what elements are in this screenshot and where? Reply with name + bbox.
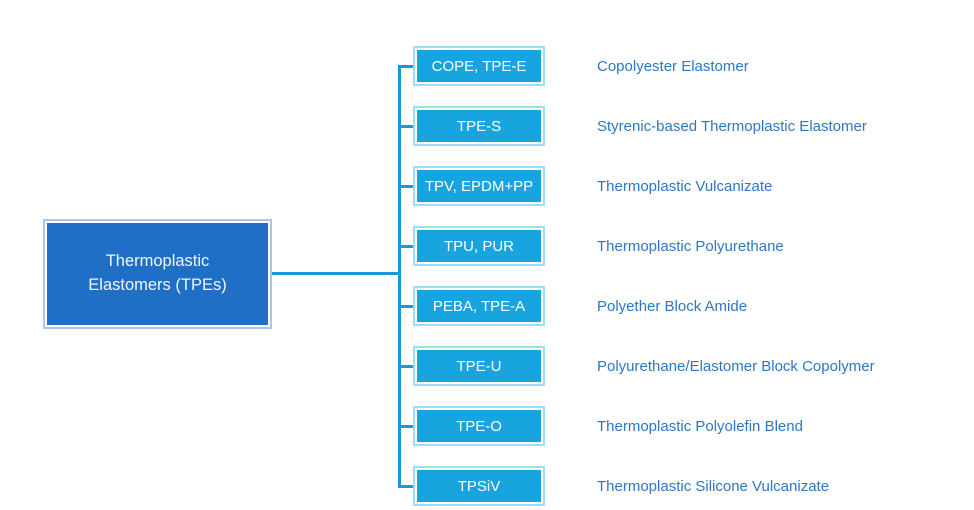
node-abbr-label: TPE-O [456,417,502,435]
node-abbr-label: PEBA, TPE-A [432,297,526,315]
branch-row: TPE-O Thermoplastic Polyolefin Blend [398,406,803,446]
node-box-tpsiv: TPSiV [413,466,545,506]
connector-stub [398,184,413,188]
node-box-tpe-s: TPE-S [413,106,545,146]
node-box-peba: PEBA, TPE-A [413,286,545,326]
branch-row: TPU, PUR Thermoplastic Polyurethane [398,226,784,266]
connector-stub [398,124,413,128]
branch-row: TPSiV Thermoplastic Silicone Vulcanizate [398,466,829,506]
branch-row: TPV, EPDM+PP Thermoplastic Vulcanizate [398,166,772,206]
node-box-tpe-o: TPE-O [413,406,545,446]
connector-stub [398,304,413,308]
connector-stub [398,64,413,68]
node-abbr-label: TPE-U [456,357,502,375]
connector-stub [398,244,413,248]
node-description: Copolyester Elastomer [597,57,749,75]
node-box-tpv: TPV, EPDM+PP [413,166,545,206]
node-description: Polyether Block Amide [597,297,748,315]
connector-stub [398,484,413,488]
branch-row: COPE, TPE-E Copolyester Elastomer [398,46,749,86]
node-description: Thermoplastic Polyolefin Blend [597,417,803,435]
node-abbr-label: TPSiV [457,477,501,495]
branch-row: TPE-S Styrenic-based Thermoplastic Elast… [398,106,867,146]
branch-row: PEBA, TPE-A Polyether Block Amide [398,286,747,326]
connector-trunk [272,272,399,275]
node-description: Thermoplastic Silicone Vulcanizate [597,477,830,495]
node-description: Styrenic-based Thermoplastic Elastomer [597,117,867,135]
node-abbr-label: TPV, EPDM+PP [424,177,534,195]
branch-row: TPE-U Polyurethane/Elastomer Block Copol… [398,346,875,386]
node-box-tpe-u: TPE-U [413,346,545,386]
root-node-label: Thermoplastic Elastomers (TPEs) [88,252,227,294]
node-description: Thermoplastic Vulcanizate [597,177,773,195]
node-box-tpu: TPU, PUR [413,226,545,266]
connector-stub [398,424,413,428]
root-node-box: Thermoplastic Elastomers (TPEs) [43,219,272,329]
node-description: Polyurethane/Elastomer Block Copolymer [597,357,875,375]
node-abbr-label: TPE-S [456,117,502,135]
node-abbr-label: TPU, PUR [443,237,514,255]
connector-stub [398,364,413,368]
node-description: Thermoplastic Polyurethane [597,237,784,255]
connector-spine [398,65,401,487]
node-abbr-label: COPE, TPE-E [431,57,527,75]
node-box-cope: COPE, TPE-E [413,46,545,86]
